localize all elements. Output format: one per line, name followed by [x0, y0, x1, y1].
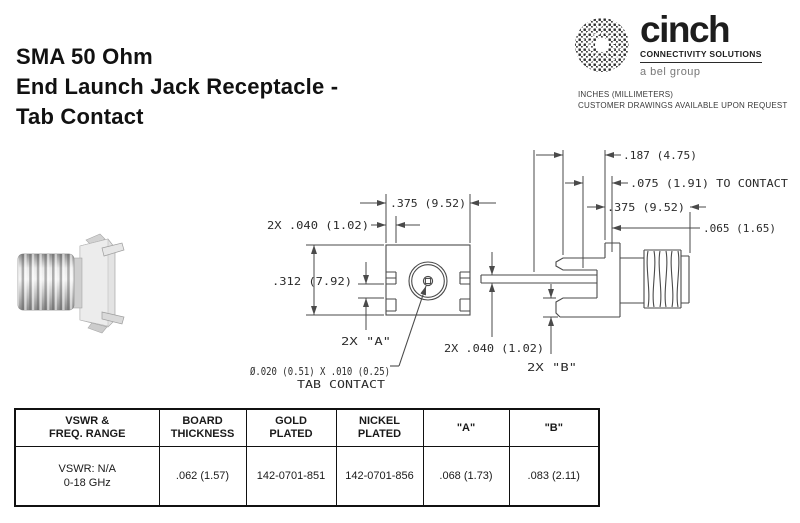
side-view-dimensions — [489, 150, 706, 354]
brand-wordmark: cinch — [640, 9, 731, 50]
dim-187: .187 (4.75) — [623, 149, 697, 162]
spec-table: VSWR & FREQ. RANGE BOARD THICKNESS GOLD … — [14, 408, 600, 507]
header-b: "B" — [508, 408, 600, 447]
dim-075-to-contact: .075 (1.91) TO CONTACT — [630, 177, 788, 190]
product-photo — [17, 233, 125, 334]
header-nickel-plated: NICKEL PLATED — [335, 408, 424, 447]
page-title: SMA 50 Ohm End Launch Jack Receptacle - … — [16, 42, 338, 132]
tab-contact-label: TAB CONTACT — [297, 378, 385, 391]
brand-block: cinch CONNECTIVITY SOLUTIONS a bel group — [573, 9, 762, 81]
dim-040-front: 2X .040 (1.02) — [267, 219, 369, 232]
dim-040-side: 2X .040 (1.02) — [444, 342, 544, 355]
dim-a-callout: 2X "A" — [341, 335, 391, 348]
dim-375-side: .375 (9.52) — [607, 201, 685, 214]
header-board-thickness: BOARD THICKNESS — [158, 408, 247, 447]
spec-table-header-row: VSWR & FREQ. RANGE BOARD THICKNESS GOLD … — [14, 408, 600, 447]
brand-group: a bel group — [640, 66, 701, 78]
cinch-logo-icon — [575, 18, 629, 72]
header-vswr-freq-range: VSWR & FREQ. RANGE — [14, 408, 160, 447]
tab-contact-dim: Ø.020 (0.51) X .010 (0.25) — [250, 365, 390, 378]
cell-b-value: .083 (2.11) — [508, 446, 600, 507]
front-view-linework — [385, 244, 471, 367]
cell-gold-plated-part-number: 142-0701-851 — [245, 446, 337, 507]
spec-table-data-row: VSWR: N/A 0-18 GHz .062 (1.57) 142-0701-… — [14, 446, 600, 507]
front-view-dimensions — [306, 194, 496, 330]
cell-board-thickness: .062 (1.57) — [158, 446, 247, 507]
units-note: INCHES (MILLIMETERS) — [578, 90, 674, 99]
brand-tagline: CONNECTIVITY SOLUTIONS — [640, 49, 762, 63]
dim-312: .312 (7.92) — [272, 275, 352, 288]
header-gold-plated: GOLD PLATED — [245, 408, 337, 447]
cell-vswr-freq-range: VSWR: N/A 0-18 GHz — [14, 446, 160, 507]
header-a: "A" — [422, 408, 510, 447]
drawing-notes: INCHES (MILLIMETERS) CUSTOMER DRAWINGS A… — [578, 89, 788, 111]
title-line-3: Tab Contact — [16, 104, 144, 129]
cell-a-value: .068 (1.73) — [422, 446, 510, 507]
dim-b-callout: 2X "B" — [527, 361, 577, 374]
title-line-1: SMA 50 Ohm — [16, 44, 153, 69]
dim-375-front: .375 (9.52) — [390, 197, 466, 210]
title-line-2: End Launch Jack Receptacle - — [16, 74, 339, 99]
customer-drawings-note: CUSTOMER DRAWINGS AVAILABLE UPON REQUEST — [578, 101, 788, 110]
side-view-linework — [480, 242, 690, 318]
cell-nickel-plated-part-number: 142-0701-856 — [335, 446, 424, 507]
dim-065: .065 (1.65) — [703, 222, 776, 235]
